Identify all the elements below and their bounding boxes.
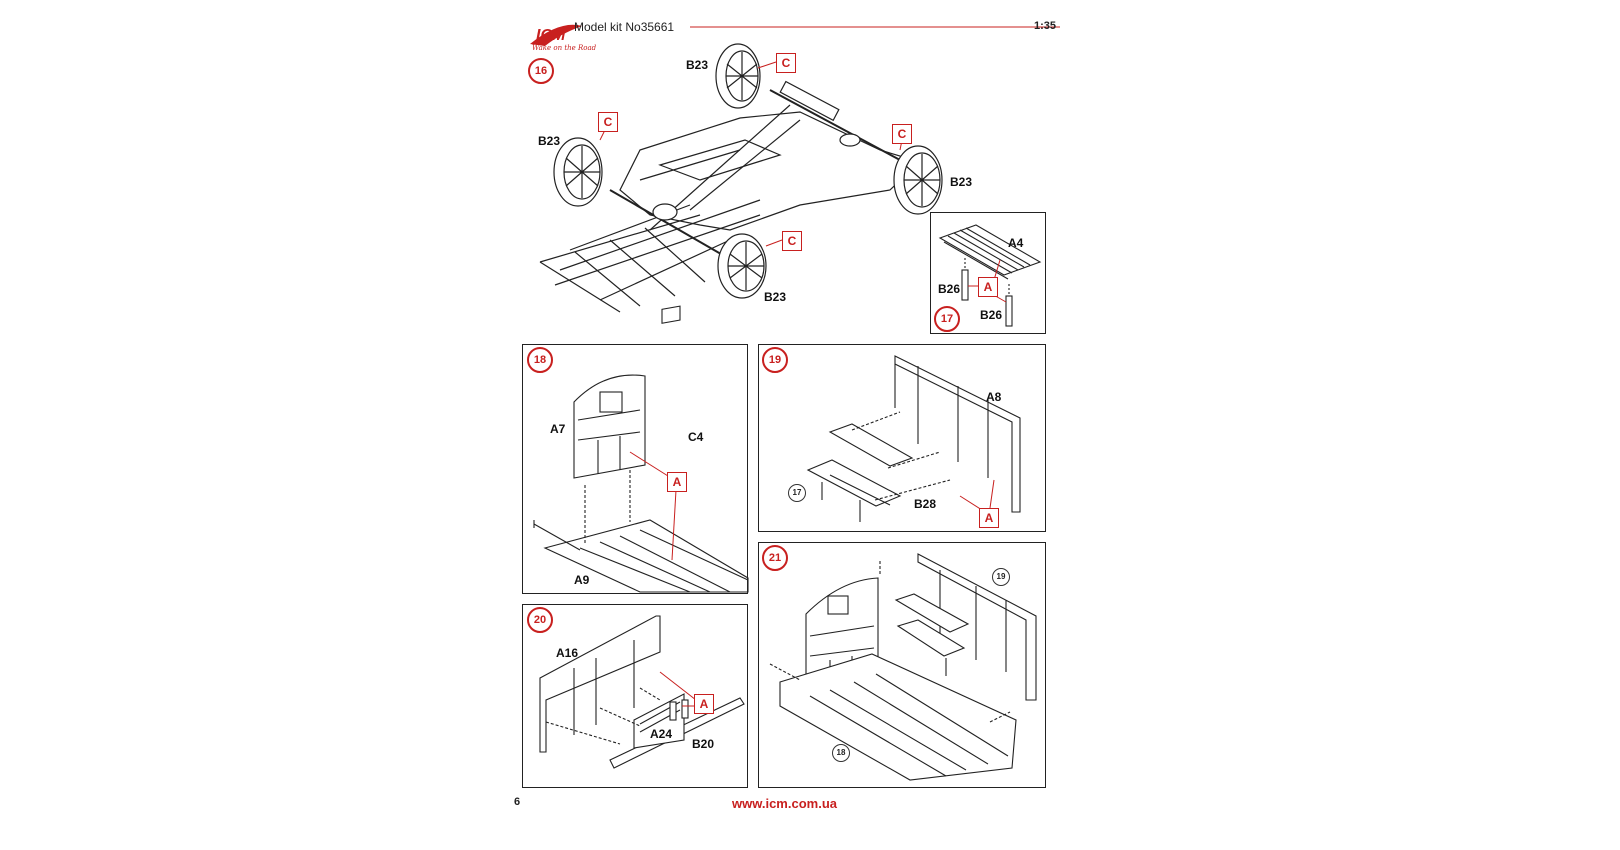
label-b23-left: B23 xyxy=(538,134,561,148)
label-a16: A16 xyxy=(556,646,579,660)
label-a9: A9 xyxy=(574,573,590,587)
svg-text:ICM: ICM xyxy=(536,27,566,44)
ref-step-19: 19 xyxy=(992,568,1010,586)
part-c-top: C xyxy=(776,53,796,73)
wheel-front-top xyxy=(715,43,761,109)
wheel-drawings xyxy=(553,43,943,299)
step20-drawing xyxy=(539,615,745,769)
label-b20: B20 xyxy=(692,737,715,751)
label-b23-right: B23 xyxy=(950,175,973,189)
part-c-left: C xyxy=(598,112,618,132)
ref-step-18: 18 xyxy=(832,744,850,762)
wheel-rear-right xyxy=(717,233,767,299)
label-a7: A7 xyxy=(550,422,566,436)
ref-step-17: 17 xyxy=(788,484,806,502)
step-16-marker: 16 xyxy=(528,58,554,84)
part-c-bottom: C xyxy=(782,231,802,251)
label-a4: A4 xyxy=(1008,236,1024,250)
label-b23-bottom: B23 xyxy=(764,290,787,304)
label-b26-left: B26 xyxy=(938,282,961,296)
label-b28: B28 xyxy=(914,497,937,511)
model-kit-number: Model kit No35661 xyxy=(574,20,675,34)
website-url[interactable]: www.icm.com.ua xyxy=(732,796,837,811)
step-19-marker: 19 xyxy=(762,347,788,373)
scale-label: 1:35 xyxy=(1034,20,1057,32)
label-c4: C4 xyxy=(688,430,704,444)
step-21-marker: 21 xyxy=(762,545,788,571)
label-a8: A8 xyxy=(986,390,1002,404)
c-leaders xyxy=(599,61,903,247)
part-a-step19: A xyxy=(979,508,999,528)
label-b26-bottom: B26 xyxy=(980,308,1003,322)
step-18-marker: 18 xyxy=(527,347,553,373)
wheel-front-right xyxy=(893,145,943,215)
step17-bench-drawing xyxy=(938,224,1042,327)
step-20-marker: 20 xyxy=(527,607,553,633)
label-b23-top: B23 xyxy=(686,58,709,72)
step21-drawing xyxy=(769,553,1037,781)
part-a-step17: A xyxy=(978,277,998,297)
icm-logo-mark: ICM xyxy=(530,24,582,46)
step-17-marker: 17 xyxy=(934,306,960,332)
step-18-panel xyxy=(522,344,748,594)
part-a-step20: A xyxy=(694,694,714,714)
part-c-right: C xyxy=(892,124,912,144)
part-a-step18: A xyxy=(667,472,687,492)
step16-chassis-drawing xyxy=(539,80,922,313)
step18-leaders xyxy=(629,451,677,561)
step-19-panel xyxy=(758,344,1046,532)
page-number: 6 xyxy=(514,796,521,808)
step-17-panel xyxy=(930,212,1046,334)
logo-tagline: Wake on the Road xyxy=(532,44,597,52)
step-20-panel xyxy=(522,604,748,788)
step-21-panel xyxy=(758,542,1046,788)
step20-leaders xyxy=(659,671,697,707)
step18-drawing xyxy=(533,305,749,593)
wheel-rear-left xyxy=(553,137,603,207)
step19-leaders xyxy=(959,479,995,511)
step19-drawing xyxy=(806,355,1021,522)
label-a24: A24 xyxy=(650,727,673,741)
